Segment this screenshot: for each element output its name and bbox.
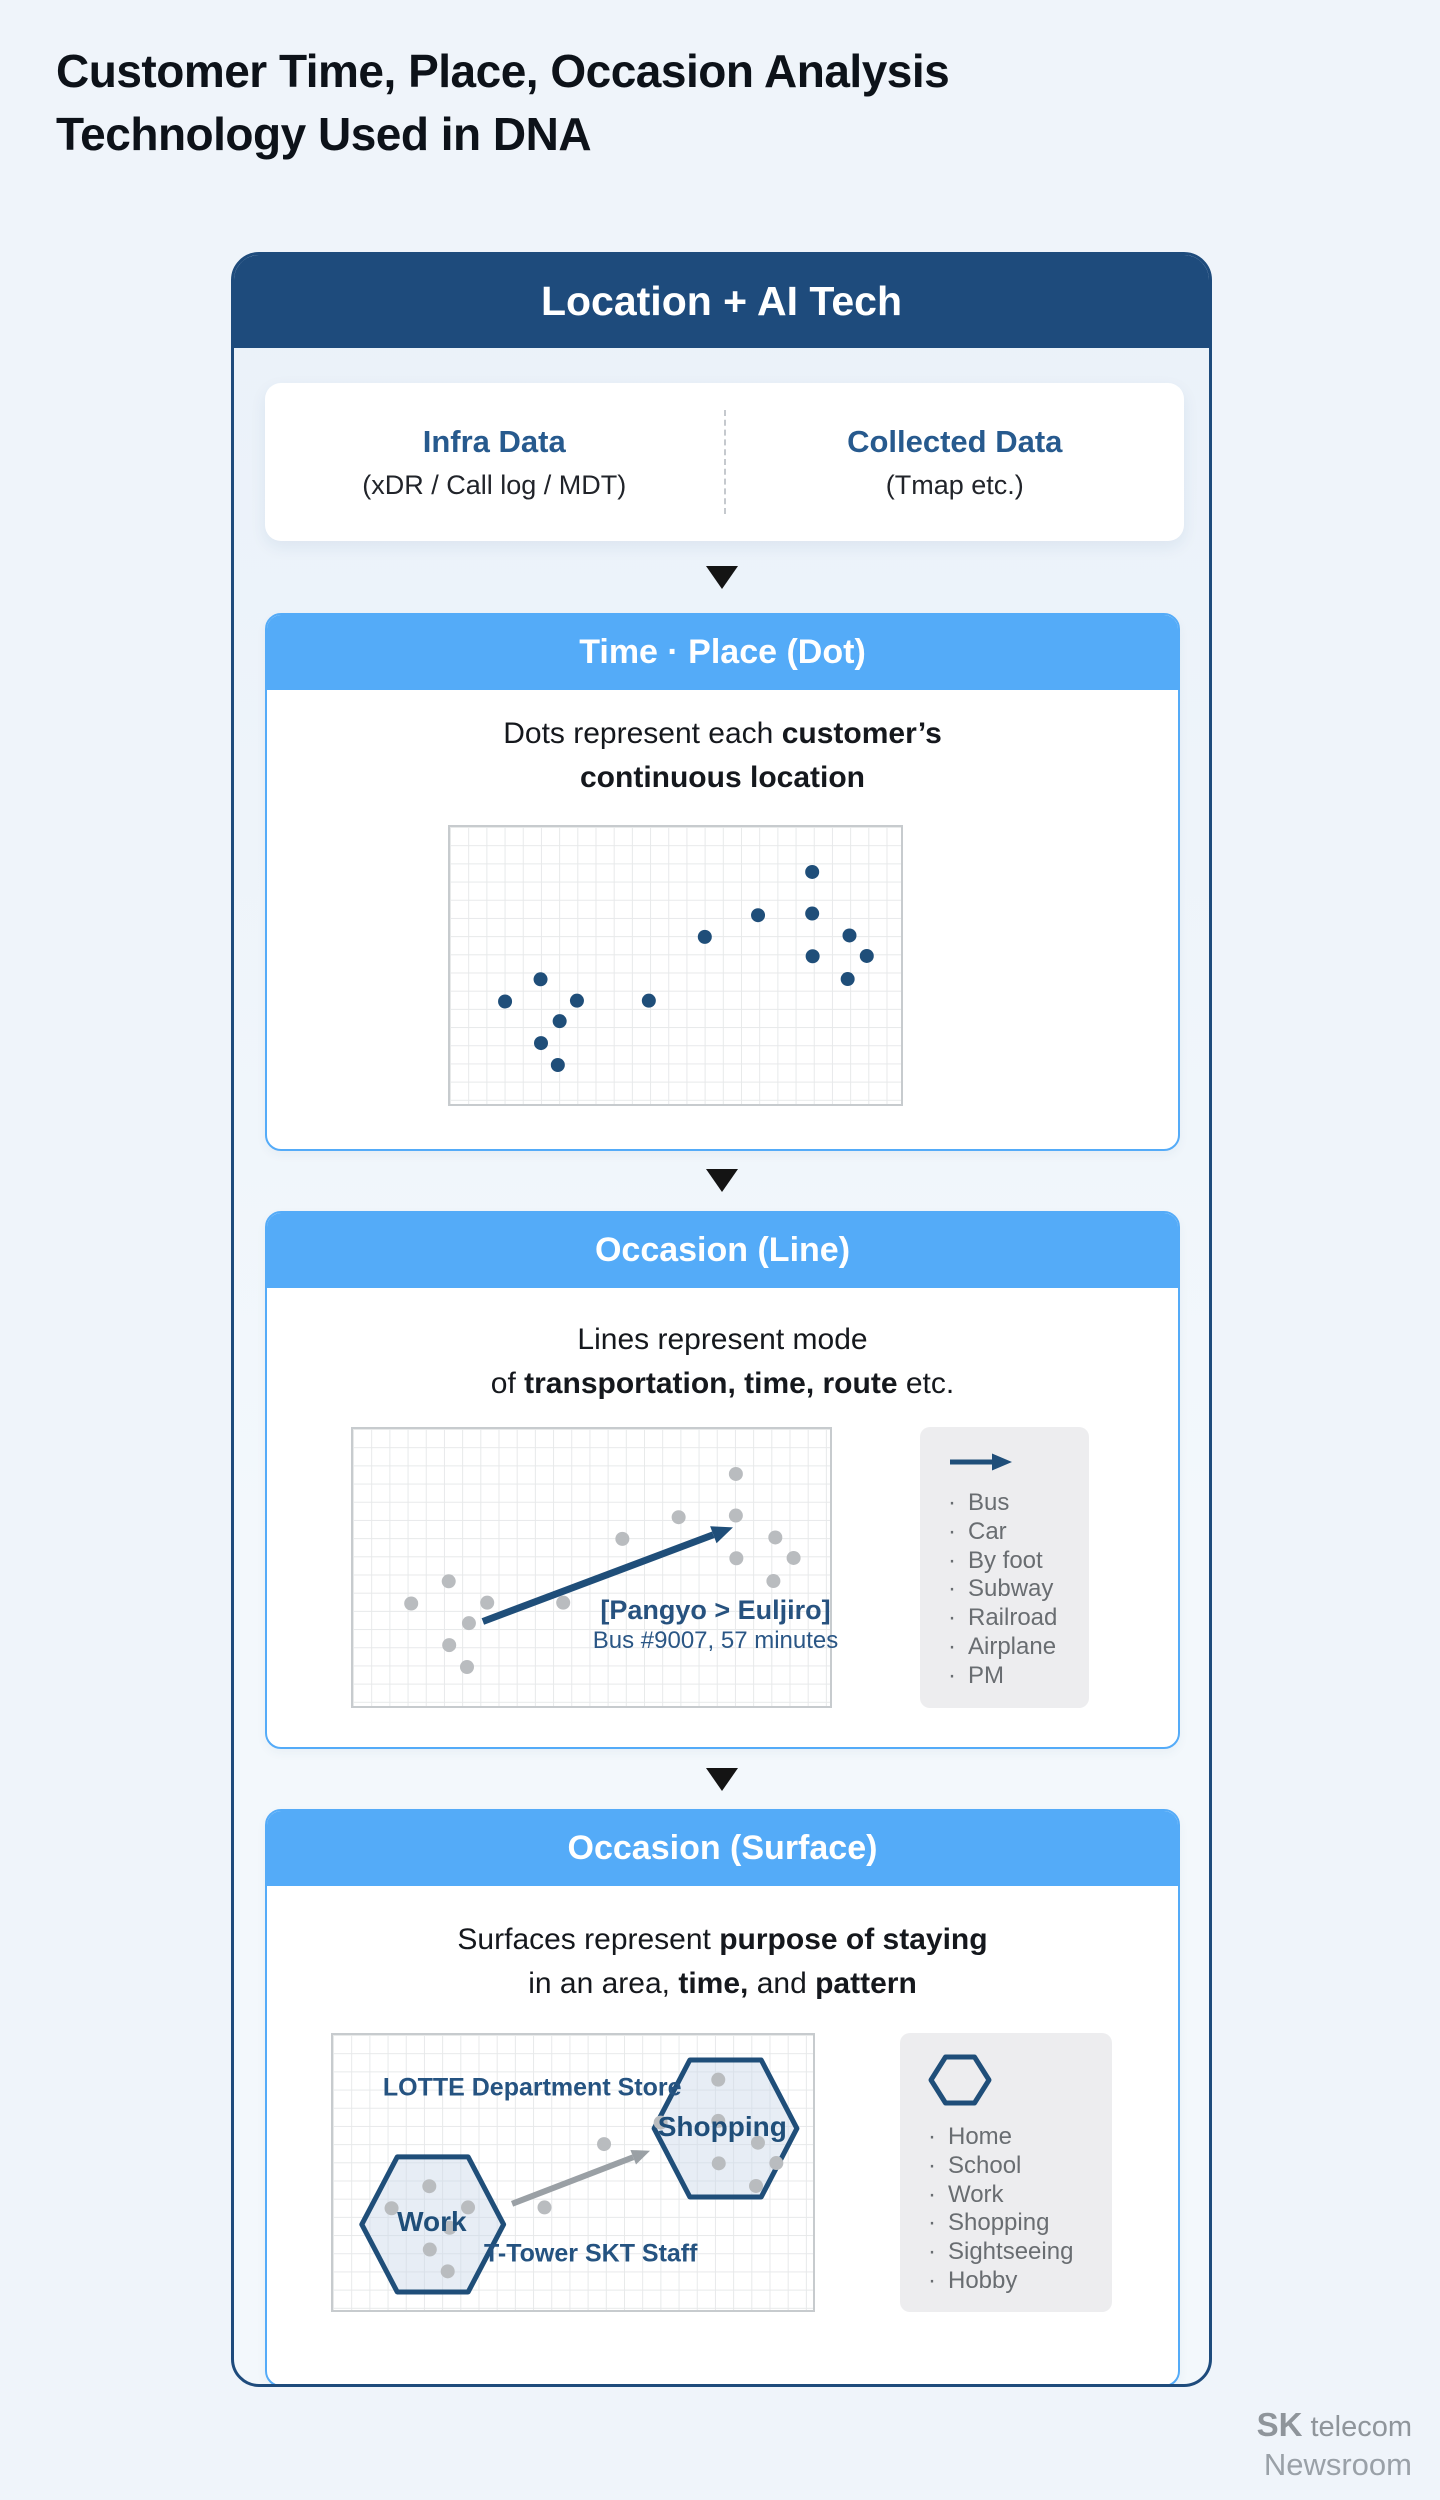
page-title-line1: Customer Time, Place, Occasion Analysis: [56, 45, 950, 97]
legend-item: · Work: [928, 2180, 1004, 2208]
lotte-label: LOTTE Department Store: [382, 2073, 682, 2102]
legend-item: · Railroad: [948, 1604, 1058, 1632]
collected-data-title: Collected Data: [847, 423, 1063, 459]
route-label: [Pangyo > Euljiro] Bus #9007, 57 minutes: [593, 1594, 839, 1656]
infra-data-column: Infra Data (xDR / Call log / MDT): [265, 424, 724, 501]
legend-item: · Sightseeing: [928, 2238, 1074, 2266]
infra-data-title: Infra Data: [422, 423, 566, 459]
location-ai-tech-panel: Location + AI Tech Infra Data (xDR / Cal…: [231, 252, 1212, 2387]
hexagon-icon: [928, 2054, 992, 2106]
work-hexagon-label: Work: [397, 2205, 467, 2237]
route-label-title: [Pangyo > Euljiro]: [600, 1595, 831, 1625]
down-arrow-icon: [705, 566, 738, 589]
dashed-divider: [723, 410, 726, 514]
down-arrow-icon: [705, 1768, 738, 1791]
section-line-header: Occasion (Line): [267, 1213, 1178, 1288]
purpose-legend: · Home· School· Work· Shopping· Sightsee…: [900, 2033, 1112, 2312]
transport-legend-list: · Bus· Car· By foot· Subway· Railroad· A…: [948, 1489, 1089, 1691]
legend-item: · PM: [948, 1661, 1004, 1689]
collected-data-column: Collected Data (Tmap etc.): [726, 424, 1185, 501]
surface-scatter-grid: LOTTE Department Store T-Tower SKT Staff…: [331, 2033, 815, 2312]
data-sources-card: Infra Data (xDR / Call log / MDT) Collec…: [265, 383, 1184, 541]
legend-item: · Subway: [948, 1575, 1054, 1603]
legend-item: · Home: [928, 2123, 1013, 2150]
legend-item: · Airplane: [948, 1632, 1057, 1660]
page-title: Customer Time, Place, Occasion Analysis …: [56, 40, 950, 166]
legend-item: · Car: [948, 1517, 1007, 1545]
transport-legend: · Bus· Car· By foot· Subway· Railroad· A…: [920, 1427, 1089, 1708]
collected-data-subtitle: (Tmap etc.): [885, 469, 1024, 500]
section-surface-header: Occasion (Surface): [267, 1811, 1178, 1886]
page-title-line2: Technology Used in DNA: [56, 108, 592, 160]
dot-scatter-grid: [448, 825, 903, 1106]
legend-item: · School: [928, 2151, 1022, 2179]
brand-telecom: telecom: [1310, 2411, 1412, 2443]
route-label-detail: Bus #9007, 57 minutes: [592, 1627, 839, 1654]
down-arrow-icon: [705, 1169, 738, 1192]
section-dot-header: Time · Place (Dot): [267, 615, 1178, 690]
shopping-hexagon-label: Shopping: [657, 2111, 787, 2143]
purpose-legend-list: · Home· School· Work· Shopping· Sightsee…: [928, 2123, 1112, 2296]
brand-sk: SK: [1256, 2406, 1303, 2443]
legend-item: · Bus: [948, 1489, 1010, 1516]
panel-header: Location + AI Tech: [234, 255, 1209, 348]
dot-scatter-figure: [498, 864, 874, 1073]
legend-item: · By foot: [948, 1546, 1043, 1574]
brand-newsroom: Newsroom: [1263, 2447, 1412, 2482]
section-occasion-surface: Occasion (Surface) Surfaces represent pu…: [265, 1809, 1180, 2384]
line-scatter-figure: [404, 1466, 801, 1675]
surface-scatter-figure: [359, 2057, 800, 2295]
section-time-place-dot: Time · Place (Dot) Dots represent each c…: [265, 613, 1180, 1151]
ttower-label: T-Tower SKT Staff: [484, 2239, 698, 2268]
line-scatter-grid: [Pangyo > Euljiro] Bus #9007, 57 minutes: [351, 1427, 838, 1708]
legend-item: · Shopping: [928, 2209, 1050, 2237]
legend-item: · Hobby: [928, 2266, 1018, 2294]
infra-data-subtitle: (xDR / Call log / MDT): [362, 469, 627, 500]
arrow-right-icon: [950, 1453, 1012, 1471]
